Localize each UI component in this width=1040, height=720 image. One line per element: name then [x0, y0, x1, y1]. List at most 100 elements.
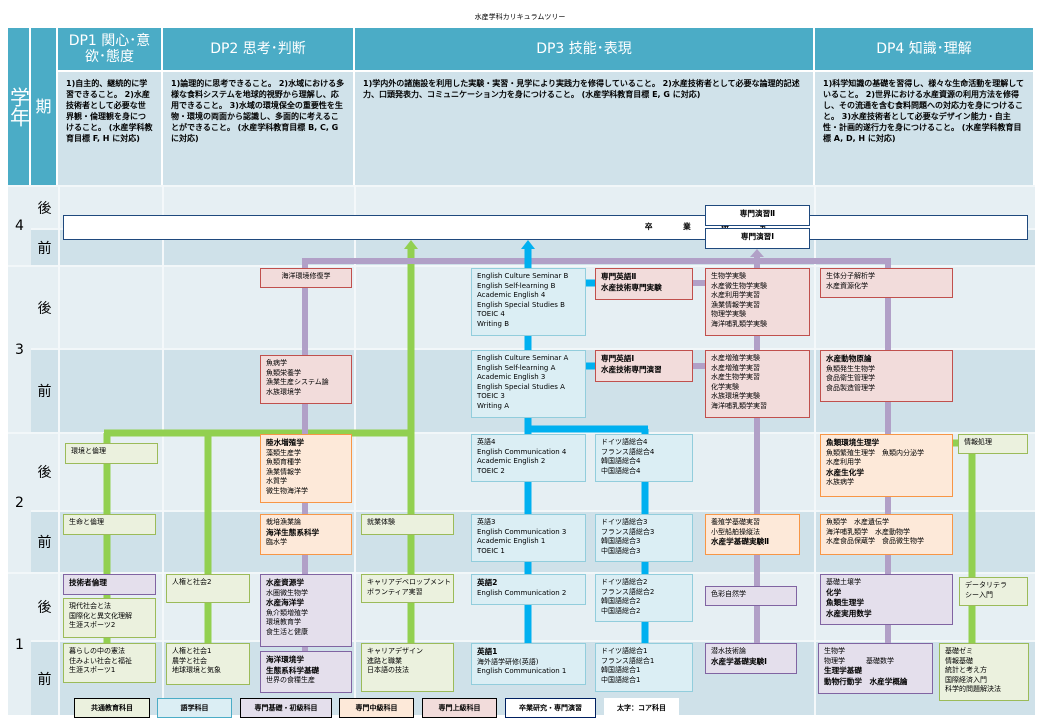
- course-name: 水産資源化学: [826, 281, 868, 290]
- course-box[interactable]: 人権と社会2: [166, 574, 250, 603]
- course-name: 環境教育学: [266, 618, 301, 626]
- course-box[interactable]: データリテラシー入門: [959, 577, 1028, 606]
- course-name: 水産利用学: [826, 458, 861, 466]
- course-box[interactable]: 環境と倫理: [65, 443, 158, 464]
- course-name: 英語2: [477, 578, 498, 587]
- grid-line: [354, 185, 356, 715]
- course-name: Academic English 3: [477, 373, 546, 381]
- course-name: English Self-learning A: [477, 363, 556, 372]
- course-name: 水産生化学: [826, 467, 864, 477]
- legend-bold-core: 太字：コア科目: [604, 698, 679, 718]
- course-name: 化学実験: [711, 382, 739, 391]
- course-name: 生命と倫理: [69, 518, 104, 526]
- course-box[interactable]: 養殖学基礎実習小型船舶操縦法水産学基礎実験Ⅱ: [705, 514, 800, 555]
- course-name: 卒 業 研 究: [644, 222, 782, 232]
- course-box[interactable]: 暮らしの中の憲法住みよい社会と福祉生涯スポーツ1: [63, 643, 156, 683]
- course-name: 藻類生産学: [266, 448, 301, 457]
- course-box[interactable]: 就業体験: [361, 514, 454, 535]
- course-name: 生物学: [824, 647, 845, 655]
- course-box[interactable]: 現代社会と法国際化と異文化理解生涯スポーツ2: [63, 598, 156, 638]
- course-name: 技術者倫理: [69, 578, 107, 587]
- course-name: 生体分子解析学: [826, 272, 875, 280]
- term-1-early: 前: [31, 640, 58, 715]
- course-box[interactable]: 潜水技術論水産学基礎実験Ⅰ: [705, 643, 797, 674]
- course-box[interactable]: 海洋環境学生態系科学基礎世界の食糧生産: [260, 651, 352, 693]
- grid-line: [814, 185, 816, 715]
- course-name: 水産利用学実習: [711, 291, 760, 299]
- green-arrowhead: [404, 240, 418, 249]
- course-box[interactable]: 陸水増殖学藻類生産学魚類育種学漁業情報学水質学微生物海洋学: [260, 434, 352, 503]
- course-name: キャリアデベロップメント: [367, 578, 451, 586]
- grid-line: [162, 185, 164, 715]
- course-name: 食品衛生管理学: [826, 374, 875, 382]
- course-name: 基礎ゼミ: [945, 647, 973, 655]
- course-box[interactable]: 魚類環境生理学魚類繁殖生理学 魚類内分泌学水産利用学水産生化学水族病学: [820, 434, 953, 497]
- course-name: 魚介類増殖学: [266, 608, 308, 617]
- course-name: 水産学基礎実験Ⅰ: [711, 656, 767, 666]
- course-name: 英語3: [477, 518, 496, 526]
- course-name: English Communication 2: [477, 588, 567, 597]
- grid-line: [58, 185, 60, 715]
- seminar2-box[interactable]: 専門演習Ⅱ: [705, 205, 810, 226]
- course-name: 化学: [826, 587, 842, 597]
- course-box[interactable]: 色彩自然学: [705, 586, 797, 606]
- course-name: 韓国語総合1: [601, 666, 641, 674]
- course-name: 中国語総合3: [601, 546, 641, 555]
- course-box[interactable]: 情報処理: [958, 434, 1028, 454]
- course-name: 韓国語総合3: [601, 537, 641, 545]
- course-box[interactable]: 基礎土壌学化学魚類生理学水産実用数学: [820, 574, 953, 625]
- year-1: 1: [8, 572, 31, 715]
- course-box[interactable]: 栽培漁業論海洋生態系科学臨水学: [260, 514, 352, 555]
- course-box[interactable]: 水産増殖学実験水産増殖学実習水産生物学実習化学実験水族環境学実験海洋哺乳類学実習: [705, 350, 810, 418]
- legend-language: 語学科目: [157, 698, 232, 718]
- dp1-goal: 1)自主的、継続的に学習できること。 2)水産技術者として必要な世界観・倫理観を…: [58, 72, 163, 185]
- course-name: 物理学実験: [711, 310, 746, 318]
- thesis-box[interactable]: 卒 業 研 究: [63, 215, 1028, 240]
- course-box[interactable]: 生物学物理学 基礎数学生理学基礎動物行動学 水産学概論: [818, 643, 933, 694]
- course-box[interactable]: 魚類学 水産遺伝学海洋哺乳類学 水産動物学水産食品保蔵学 食品微生物学: [820, 514, 953, 555]
- course-box[interactable]: キャリアデベロップメントボランティア実習: [361, 574, 454, 603]
- course-box[interactable]: 魚病学魚類栄養学漁業生産システム論水族環境学: [260, 355, 352, 404]
- course-box[interactable]: 生体分子解析学水産資源化学: [820, 268, 953, 298]
- course-box[interactable]: 水産資源学水圏微生物学水産海洋学魚介類増殖学環境教育学食生活と健康: [260, 574, 352, 647]
- course-name: 漁業生産システム論: [266, 378, 329, 386]
- course-name: 就業体験: [367, 518, 395, 526]
- course-name: 水産増殖学実験: [711, 354, 760, 362]
- course-name: 生物学実験: [711, 272, 746, 280]
- course-box[interactable]: 水産動物原論魚類発生生物学食品衛生管理学食品製造管理学: [820, 350, 953, 402]
- course-box[interactable]: 海洋環境修復学: [260, 268, 352, 288]
- course-name: 国際経済入門: [945, 675, 987, 684]
- course-box[interactable]: キャリアデザイン進路と職業日本語の技法: [361, 643, 454, 692]
- course-name: 専門演習Ⅱ: [739, 209, 776, 218]
- course-name: 環境と倫理: [71, 447, 106, 455]
- blue-arrowhead: [521, 240, 535, 249]
- year-4: 4: [8, 185, 31, 265]
- course-box[interactable]: 基礎ゼミ情報基礎統計と考え方国際経済入門科学的問題解決法: [939, 643, 1029, 701]
- course-box[interactable]: 生物学実験水産微生物学実験水産利用学実習漁業情報学実習物理学実験海洋哺乳類学実験: [705, 268, 810, 336]
- course-name: 日本語の技法: [367, 666, 409, 674]
- course-name: 暮らしの中の憲法: [69, 647, 125, 655]
- course-name: Academic English 2: [477, 457, 546, 465]
- course-box[interactable]: 技術者倫理: [63, 574, 156, 595]
- course-name: 科学的問題解決法: [945, 685, 1001, 693]
- term-2-early: 前: [31, 510, 58, 572]
- course-name: 水産生物学実習: [711, 373, 760, 381]
- course-name: 漁業情報学: [266, 467, 301, 476]
- seminar1-box[interactable]: 専門演習Ⅰ: [705, 228, 810, 249]
- course-box[interactable]: 生命と倫理: [63, 514, 156, 535]
- course-name: English Culture Seminar A: [477, 354, 569, 362]
- year-3: 3: [8, 265, 31, 432]
